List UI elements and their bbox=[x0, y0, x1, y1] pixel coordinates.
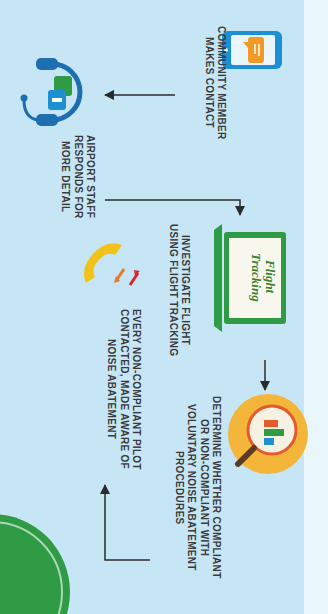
flow-arrow bbox=[264, 360, 266, 390]
phone-icon bbox=[222, 31, 282, 69]
process-step: AIRPORT STAFF RESPONDS FOR MORE DETAIL bbox=[10, 55, 105, 225]
step-text: COMMUNITY MEMBER MAKES CONTACT bbox=[175, 20, 227, 145]
circle-ring bbox=[0, 522, 62, 614]
handset-icon bbox=[84, 243, 140, 285]
screen-text: Flight Tracking bbox=[213, 243, 277, 311]
process-step: DETERMINE WHETHER COMPLIANT OR NON-COMPL… bbox=[150, 390, 315, 585]
step-text: AIRPORT STAFF RESPONDS FOR MORE DETAIL bbox=[24, 131, 96, 223]
step-text: EVERY NON-COMPLIANT PILOT CONTACTED, MAD… bbox=[74, 296, 142, 482]
flow-arrow bbox=[105, 485, 150, 560]
edge-strip bbox=[304, 0, 328, 614]
process-step: EVERY NON-COMPLIANT PILOT CONTACTED, MAD… bbox=[70, 240, 145, 485]
step-text: INVESTIGATE FLIGHT USING FLIGHT TRACKING bbox=[145, 220, 191, 360]
headset-icon bbox=[21, 58, 81, 126]
process-step: COMMUNITY MEMBER MAKES CONTACT bbox=[175, 15, 280, 145]
magnifier-icon bbox=[228, 394, 308, 474]
green-circle bbox=[0, 514, 70, 614]
flow-arrow bbox=[105, 94, 175, 96]
step-text: DETERMINE WHETHER COMPLIANT OR NON-COMPL… bbox=[150, 390, 222, 585]
flow-arrow bbox=[105, 200, 240, 215]
laptop-icon bbox=[214, 224, 286, 332]
